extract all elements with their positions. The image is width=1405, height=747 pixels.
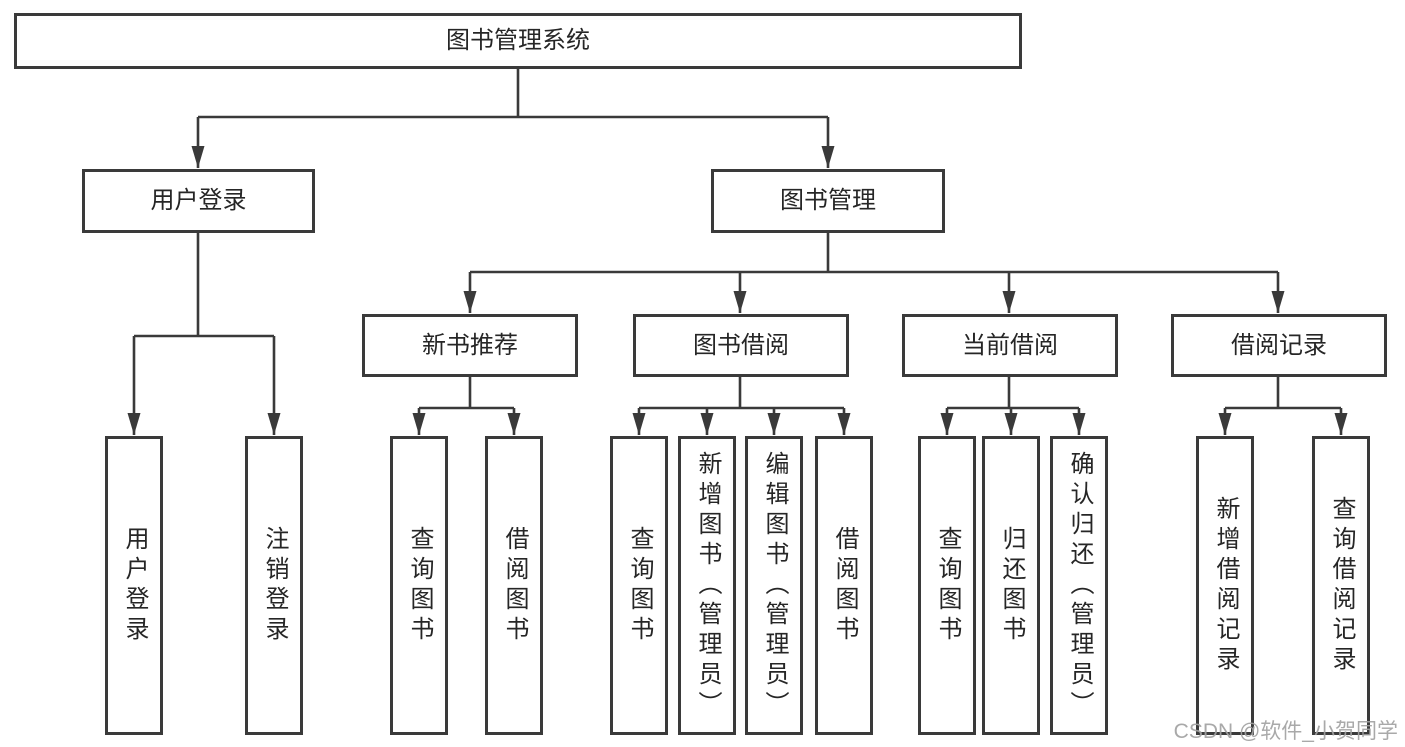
leaf-current-return-books-label: 归还图书 (998, 525, 1025, 646)
connector-current-trunk (947, 377, 1079, 410)
node-library-management-system: 图书管理系统 (14, 13, 1022, 69)
leaf-logout: 注销登录 (245, 436, 303, 735)
node-book-borrowing: 图书借阅 (633, 314, 849, 377)
connector-root-trunk (198, 69, 828, 119)
leaf-recommend-query-books-label: 查询图书 (406, 525, 433, 646)
leaf-borrow-edit-books-admin: 编辑图书（管理员） (745, 436, 803, 735)
leaf-borrow-add-books-admin: 新增图书（管理员） (678, 436, 736, 735)
leaf-current-query-books: 查询图书 (918, 436, 976, 735)
node-current-borrowing: 当前借阅 (902, 314, 1118, 377)
leaf-records-query-record: 查询借阅记录 (1312, 436, 1370, 735)
node-new-book-recommendation-label: 新书推荐 (422, 331, 518, 359)
node-book-borrowing-label: 图书借阅 (693, 331, 789, 359)
leaf-recommend-borrow-books: 借阅图书 (485, 436, 543, 735)
leaf-recommend-borrow-books-label: 借阅图书 (501, 525, 528, 646)
node-current-borrowing-label: 当前借阅 (962, 331, 1058, 359)
node-borrowing-records-label: 借阅记录 (1231, 331, 1327, 359)
leaf-records-add-record-label: 新增借阅记录 (1212, 495, 1239, 676)
leaf-records-add-record: 新增借阅记录 (1196, 436, 1254, 735)
leaf-recommend-query-books: 查询图书 (390, 436, 448, 735)
leaf-current-query-books-label: 查询图书 (934, 525, 961, 646)
leaf-borrow-query-books-label: 查询图书 (626, 525, 653, 646)
leaf-user-login: 用户登录 (105, 436, 163, 735)
leaf-borrow-borrow-books-label: 借阅图书 (831, 525, 858, 646)
leaf-borrow-borrow-books: 借阅图书 (815, 436, 873, 735)
leaf-borrow-query-books: 查询图书 (610, 436, 668, 735)
csdn-watermark: CSDN @软件_小贺同学 (1173, 720, 1398, 743)
connector-management-trunk (470, 233, 1278, 274)
node-library-management-system-label: 图书管理系统 (446, 27, 590, 54)
node-book-management-label: 图书管理 (780, 187, 876, 214)
node-user-login: 用户登录 (82, 169, 315, 233)
node-new-book-recommendation: 新书推荐 (362, 314, 578, 377)
connector-login-trunk (134, 233, 274, 338)
connector-borrow-trunk (639, 377, 844, 410)
leaf-records-query-record-label: 查询借阅记录 (1328, 495, 1355, 676)
node-user-login-label: 用户登录 (150, 187, 247, 214)
leaf-user-login-label: 用户登录 (121, 525, 148, 646)
leaf-current-return-books: 归还图书 (982, 436, 1040, 735)
connector-recommend-trunk (419, 377, 514, 410)
leaf-current-confirm-return-admin: 确认归还（管理员） (1050, 436, 1108, 735)
leaf-logout-label: 注销登录 (261, 525, 288, 646)
leaf-borrow-add-books-admin-label: 新增图书（管理员） (694, 450, 721, 721)
leaf-borrow-edit-books-admin-label: 编辑图书（管理员） (761, 450, 788, 721)
node-book-management: 图书管理 (711, 169, 945, 233)
node-borrowing-records: 借阅记录 (1171, 314, 1387, 377)
connector-records-trunk (1225, 377, 1341, 410)
leaf-current-confirm-return-admin-label: 确认归还（管理员） (1066, 450, 1093, 721)
